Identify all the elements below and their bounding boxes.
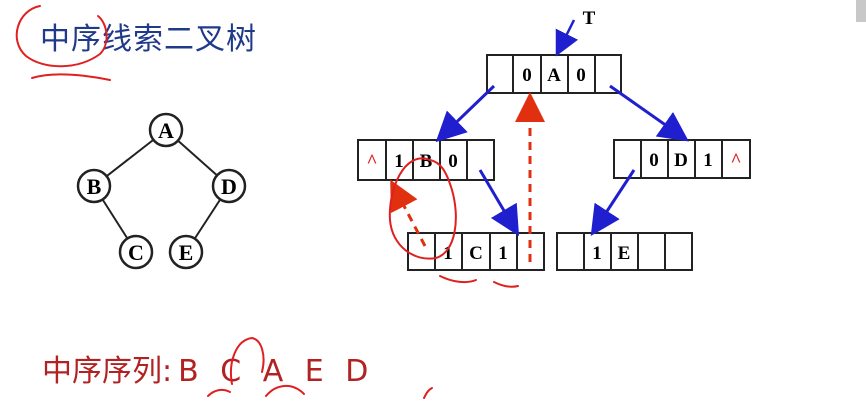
head-pointer-arrow <box>555 19 579 57</box>
thread-node-d-rchild: ^ <box>730 150 741 171</box>
thread-node-e-data: E <box>618 243 631 264</box>
thread-node-c-ltag: 1 <box>443 243 453 264</box>
thread-node-b-rtag: 0 <box>448 151 458 172</box>
thread-node-a-rtag: 0 <box>576 65 586 86</box>
tree-node-a-label: A <box>158 118 174 143</box>
tree-node-d: D <box>211 168 247 204</box>
tree-node-b-label: B <box>87 174 102 199</box>
thread-node-e-ltag: 1 <box>592 243 602 264</box>
tree-node-d-label: D <box>221 174 237 199</box>
tree-node-e: E <box>168 234 204 270</box>
binary-tree: A B D C E <box>76 112 247 270</box>
arrow-b-to-c <box>478 169 520 237</box>
annotation-sequence-mark-2 <box>207 388 231 397</box>
tree-node-c-label: C <box>128 240 144 265</box>
annotation-sequence-mark-4 <box>423 387 433 399</box>
thread-node-c-data: C <box>469 243 483 264</box>
thread-node-b: ^ 1 B 0 <box>357 139 495 181</box>
thread-node-d-data: D <box>674 150 688 171</box>
tree-node-e-label: E <box>179 240 194 265</box>
tree-node-a: A <box>148 112 184 148</box>
thread-node-a: 0 A 0 <box>486 54 622 94</box>
thread-arrow-c-to-b <box>390 179 427 247</box>
thread-node-e: 1 E <box>556 232 693 271</box>
thread-node-d: 0 D 1 ^ <box>613 139 751 179</box>
thread-node-b-ltag: 1 <box>394 151 404 172</box>
inorder-sequence-values: B C A E D <box>178 354 375 389</box>
tree-node-c: C <box>118 234 154 270</box>
window-edge <box>856 0 866 22</box>
arrow-d-to-e <box>590 169 636 237</box>
annotation-title-underline <box>31 73 111 81</box>
thread-node-b-data: B <box>420 151 433 172</box>
thread-node-d-rtag: 1 <box>703 150 713 171</box>
tree-node-b: B <box>76 168 112 204</box>
thread-node-b-lchild: ^ <box>366 151 377 172</box>
inorder-sequence: 中序序列:B C A E D <box>42 346 374 390</box>
annotation-c-underline-2 <box>493 281 519 288</box>
annotation-c-underline-1 <box>439 275 477 284</box>
handwritten-annotations <box>15 5 519 399</box>
inorder-sequence-label: 中序序列: <box>42 354 173 389</box>
thread-node-c-rtag: 1 <box>498 243 508 264</box>
thread-node-a-ltag: 0 <box>522 65 532 86</box>
thread-node-d-ltag: 0 <box>649 150 659 171</box>
page-title: 中序线索二叉树 <box>40 22 257 57</box>
annotation-b-thread-circle <box>388 157 457 260</box>
arrow-a-to-d <box>609 84 689 142</box>
thread-node-c: 1 C 1 <box>407 232 545 271</box>
annotation-sequence-mark-3 <box>265 385 305 397</box>
annotation-title-circle <box>15 5 108 68</box>
thread-node-a-data: A <box>547 65 561 86</box>
arrow-a-to-b <box>435 84 496 143</box>
head-pointer-label: T <box>583 8 596 29</box>
annotation-sequence-mark-1 <box>230 336 265 385</box>
